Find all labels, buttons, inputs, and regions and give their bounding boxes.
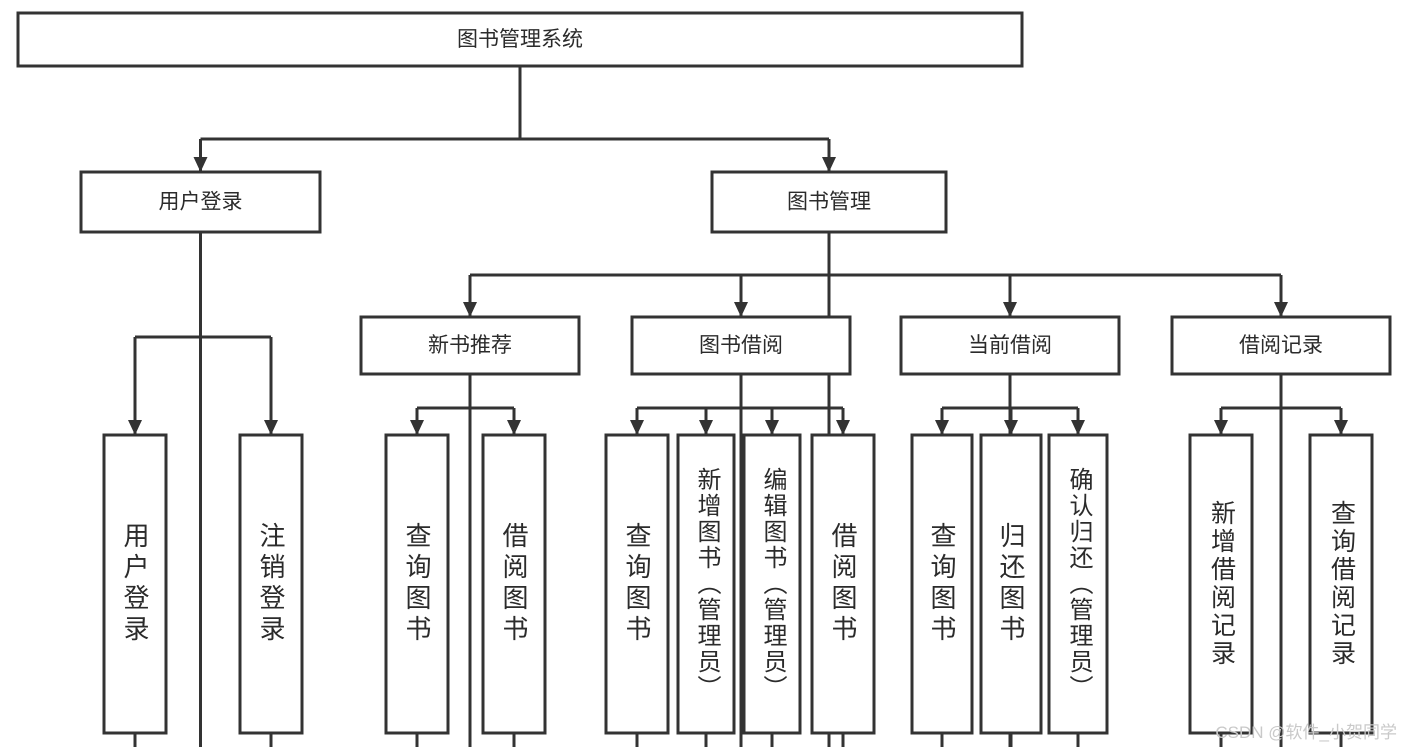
conn-book-borrow-arrow-1: [699, 420, 713, 435]
node-book-manage-box[interactable]: [710, 170, 948, 234]
leaf-leaf-query-book-1-label: 查询图书: [402, 522, 432, 646]
conn-book-manage-arrow-3: [1274, 302, 1288, 317]
leaf-leaf-query-book-2-box[interactable]: [604, 433, 670, 735]
leaf-leaf-add-book-label: 新增图书（管理员）: [693, 467, 720, 701]
node-book-borrow-box[interactable]: [630, 315, 852, 376]
leaf-leaf-logout-login-label: 注销登录: [256, 522, 286, 646]
node-book-borrow-label: 图书借阅: [699, 334, 783, 357]
conn-book-borrow-arrow-2: [765, 420, 779, 435]
leaf-leaf-borrow-book-1-box[interactable]: [481, 433, 547, 735]
leaf-leaf-borrow-book-2-box[interactable]: [810, 433, 876, 735]
conn-new-book-recommend-arrow-0: [410, 420, 424, 435]
conn-book-manage-arrow-2: [1003, 302, 1017, 317]
conn-book-manage-arrow-1: [734, 302, 748, 317]
node-new-book-recommend-box[interactable]: [359, 315, 581, 376]
conn-current-borrow-arrow-1: [1004, 420, 1018, 435]
conn-root-arrow-0: [193, 157, 208, 172]
leaf-leaf-add-record-box[interactable]: [1188, 433, 1254, 735]
leaf-leaf-confirm-return-label: 确认归还（管理员）: [1065, 467, 1092, 701]
conn-new-book-recommend-arrow-1: [507, 420, 521, 435]
node-borrow-record-box[interactable]: [1170, 315, 1392, 376]
leaf-leaf-edit-book-box[interactable]: [742, 433, 802, 735]
conn-book-borrow-arrow-3: [836, 420, 850, 435]
conn-borrow-record-arrow-1: [1334, 420, 1348, 435]
conn-borrow-record-arrow-0: [1214, 420, 1228, 435]
leaf-leaf-add-book-box[interactable]: [676, 433, 736, 735]
leaf-leaf-user-login-label: 用户登录: [120, 522, 150, 646]
leaf-leaf-user-login-box[interactable]: [102, 433, 168, 735]
leaf-leaf-query-record-label: 查询借阅记录: [1327, 500, 1356, 668]
conn-user-login-arrow-1: [264, 420, 278, 435]
conn-book-manage-arrow-0: [463, 302, 477, 317]
leaf-leaf-return-book-box[interactable]: [979, 433, 1043, 735]
conn-current-borrow-arrow-0: [935, 420, 949, 435]
node-title-label: 图书管理系统: [457, 28, 583, 51]
connector-layer: [128, 66, 1348, 747]
node-user-login-box[interactable]: [79, 170, 322, 234]
leaf-leaf-logout-login-box[interactable]: [238, 433, 304, 735]
leaf-leaf-query-book-3-label: 查询图书: [927, 522, 957, 646]
node-current-borrow-label: 当前借阅: [968, 334, 1052, 357]
leaf-leaf-add-record-label: 新增借阅记录: [1207, 500, 1236, 668]
node-user-login-label: 用户登录: [159, 191, 243, 214]
conn-root-arrow-1: [822, 157, 836, 172]
conn-current-borrow-arrow-2: [1071, 420, 1085, 435]
leaf-leaf-edit-book-label: 编辑图书（管理员）: [759, 467, 786, 701]
node-title-box[interactable]: [16, 11, 1024, 68]
node-book-manage-label: 图书管理: [787, 191, 871, 214]
leaf-leaf-query-book-2-label: 查询图书: [622, 522, 652, 646]
leaf-leaf-query-book-3-box[interactable]: [910, 433, 974, 735]
leaf-leaf-borrow-book-2-label: 借阅图书: [828, 522, 858, 646]
leaf-leaf-confirm-return-box[interactable]: [1047, 433, 1109, 735]
node-borrow-record-label: 借阅记录: [1239, 334, 1323, 357]
leaf-leaf-borrow-book-1-label: 借阅图书: [499, 522, 529, 646]
leaf-leaf-query-record-box[interactable]: [1308, 433, 1374, 735]
node-current-borrow-box[interactable]: [899, 315, 1121, 376]
conn-book-borrow-arrow-0: [630, 420, 644, 435]
node-new-book-recommend-label: 新书推荐: [428, 334, 512, 357]
conn-user-login-arrow-0: [128, 420, 142, 435]
leaf-leaf-return-book-label: 归还图书: [996, 522, 1026, 646]
leaf-leaf-query-book-1-box[interactable]: [384, 433, 450, 735]
